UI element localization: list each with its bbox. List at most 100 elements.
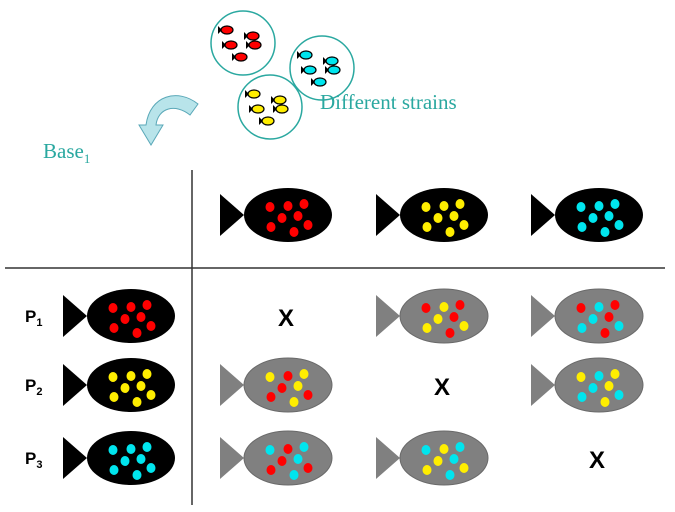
base-label: Base1 [43,139,90,166]
small-fish-icon [245,89,261,99]
spot-mark [445,470,455,480]
population-red [210,10,276,76]
self-cross-mark: X [434,374,450,401]
spot-mark [265,445,275,455]
population-circle [210,10,276,76]
fish-body [243,357,333,413]
spot-mark [109,465,119,475]
row-label: P1 [25,307,42,329]
spot-mark [614,220,624,230]
spot-mark [577,392,587,402]
spot-mark [146,321,156,331]
spot-mark [277,213,287,223]
small-fish-icon [273,104,289,114]
column-parent-fish-cyan [531,188,643,242]
row-label-text: P [25,449,36,468]
spot-mark [422,222,432,232]
spot-mark [445,227,455,237]
fish-body [555,188,643,242]
fish-tail [63,295,87,337]
spot-mark [604,211,614,221]
fish-tail [531,295,555,337]
small-fish-icon [301,65,317,75]
small-fish-icon [244,31,260,41]
spot-mark [266,392,276,402]
spot-mark [126,371,136,381]
spot-mark [136,454,146,464]
spot-mark [439,302,449,312]
spot-mark [445,328,455,338]
fish-tail [220,194,244,236]
spot-mark [120,314,130,324]
spot-mark [594,371,604,381]
spot-mark [265,202,275,212]
spot-mark [266,222,276,232]
spot-mark [421,445,431,455]
row-parent-fish-cyan [63,431,175,485]
spot-mark [293,211,303,221]
spot-mark [277,383,287,393]
spot-mark [594,201,604,211]
spot-mark [600,328,610,338]
spot-mark [146,390,156,400]
spot-mark [120,456,130,466]
spot-mark [126,444,136,454]
fish-tail [220,437,244,479]
spot-mark [289,397,299,407]
fish-body [243,430,333,486]
spot-mark [588,383,598,393]
spot-mark [289,227,299,237]
curved-arrow-icon [138,95,199,146]
spot-mark [614,321,624,331]
spot-mark [277,456,287,466]
spot-mark [303,390,313,400]
hybrid-fish-yellow-cyan [531,357,644,413]
fish-body [87,289,175,343]
population-circle [237,74,303,140]
fish-tail [63,364,87,406]
spot-mark [265,372,275,382]
fish-body [244,188,332,242]
fish-tail [531,194,555,236]
base-text: Base [43,139,84,163]
spot-mark [132,397,142,407]
spot-mark [142,369,152,379]
small-fish-icon [222,40,238,50]
row-label-text: P [25,376,36,395]
spot-mark [283,444,293,454]
spot-mark [433,456,443,466]
small-fish-icon [218,25,234,35]
spot-mark [588,314,598,324]
spot-mark [136,312,146,322]
spot-mark [421,303,431,313]
spot-mark [289,470,299,480]
spot-mark [108,303,118,313]
spot-mark [109,323,119,333]
spot-mark [299,199,309,209]
population-cyan [289,35,355,101]
column-parent-fish-yellow [376,188,488,242]
spot-mark [610,300,620,310]
spot-mark [455,199,465,209]
fish-body [554,288,644,344]
spot-mark [299,442,309,452]
spot-mark [293,454,303,464]
hybrid-fish-red-cyan [531,288,644,344]
small-fish-icon [311,77,327,87]
hybrid-fish-cyan-red [220,430,333,486]
fish-body [87,358,175,412]
spot-mark [439,444,449,454]
spot-mark [293,381,303,391]
spot-mark [459,463,469,473]
spot-mark [459,220,469,230]
column-parent-fish-red [220,188,332,242]
small-fish-icon [297,50,313,60]
base-subscript: 1 [84,151,91,166]
spot-mark [109,392,119,402]
row-parent-fish-yellow [63,358,175,412]
spot-mark [594,302,604,312]
hybrid-fish-cyan-yellow [376,430,489,486]
spot-mark [455,442,465,452]
spot-mark [421,202,431,212]
spot-mark [577,222,587,232]
